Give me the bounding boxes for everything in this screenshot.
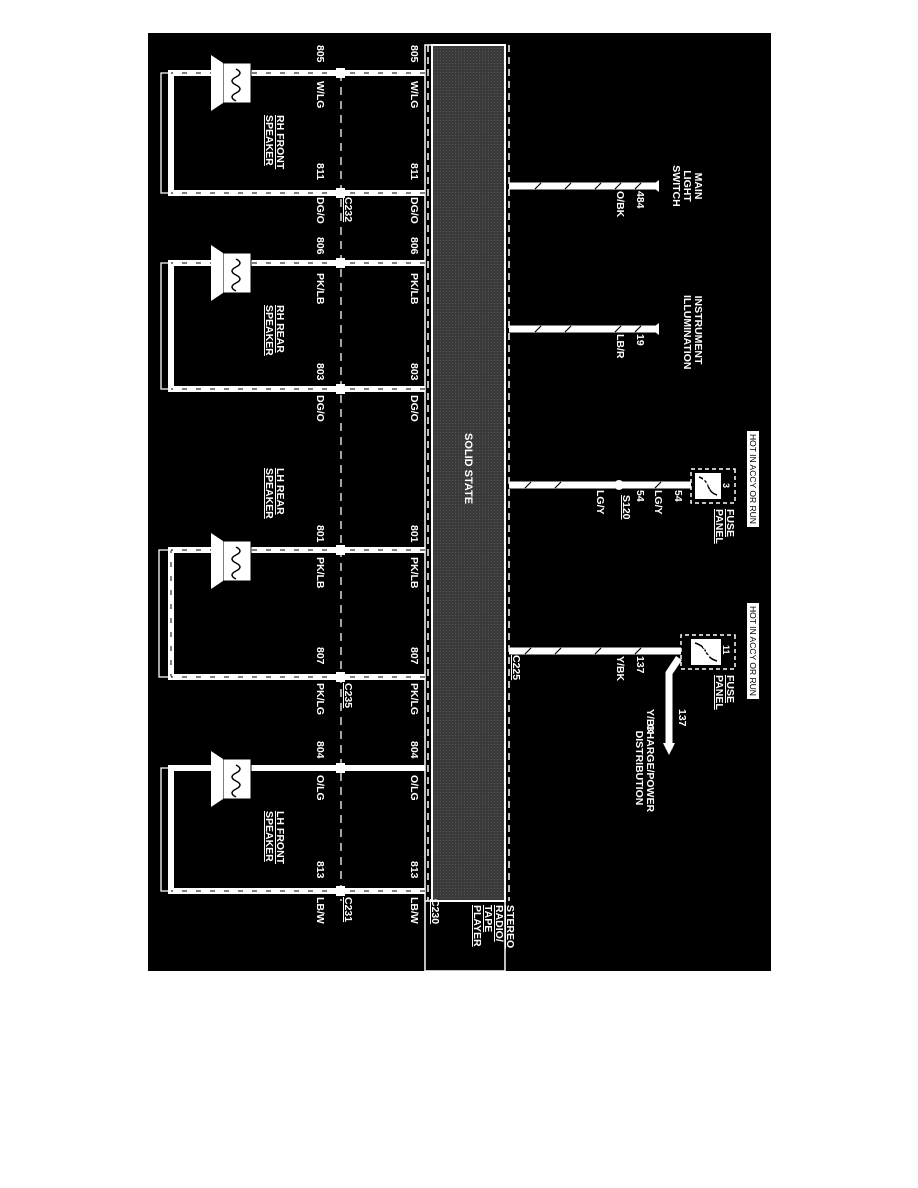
- fuse-1-number: 3: [721, 483, 731, 489]
- wiring-graphics: [158, 44, 736, 971]
- wire-137-color: Y/BK: [614, 656, 626, 682]
- wire-137-branch-color: Y/BK: [644, 709, 656, 735]
- wire-801-number-a: 801: [408, 525, 420, 543]
- wire-813-color-b: LB/W: [314, 897, 326, 924]
- connector-c225-label: C225: [510, 655, 522, 681]
- wire-806-number-a: 806: [408, 237, 420, 255]
- speaker-rh-rear-icon: [211, 245, 252, 301]
- wire-806-color-a: PK/LB: [408, 273, 420, 305]
- charge-power-distribution-label: CHARGE/POWER DISTRIBUTION: [633, 723, 656, 813]
- fuse-2-number: 11: [721, 645, 731, 655]
- rh-front-speaker-label: RH FRONT SPEAKER: [263, 115, 286, 170]
- input-wires: [509, 182, 691, 749]
- wire-805-color-b: W/LG: [314, 81, 326, 109]
- input-wire-stripes: [524, 182, 662, 655]
- wire-806-color-b: PK/LB: [314, 273, 326, 305]
- wire-54-color-bottom: LG/Y: [594, 490, 606, 515]
- wire-804-number-b: 804: [314, 741, 326, 759]
- wire-807-number-b: 807: [314, 647, 326, 665]
- fuse-2-rating: 15A: [701, 643, 711, 660]
- speaker-loop-returns: [158, 72, 171, 892]
- arrow-instrument-illumination: [651, 323, 659, 335]
- connector-c231-label: C231: [342, 897, 354, 923]
- wire-19-number: 19: [634, 334, 646, 346]
- wire-806-number-b: 806: [314, 237, 326, 255]
- connector-c235-label: C235: [342, 683, 354, 709]
- splice-s120: [614, 480, 624, 490]
- speaker-rh-front-icon: [211, 55, 252, 111]
- wire-811-color-a: DG/O: [408, 197, 420, 224]
- arrow-main-light-switch: [651, 180, 659, 192]
- wire-804-color-a: O/LG: [408, 775, 420, 801]
- hot-in-accy-or-run-label-2: HOT IN ACCY OR RUN: [747, 603, 759, 699]
- wire-807-color-b: PK/LG: [314, 683, 326, 716]
- wire-805-number-a: 805: [408, 45, 420, 63]
- wire-813-number-a: 813: [408, 861, 420, 879]
- wire-807-color-a: PK/LG: [408, 683, 420, 716]
- speaker-lh-rear-icon: [211, 533, 252, 589]
- fuse-1-rating: 15A: [701, 477, 711, 494]
- fuse-2: [680, 634, 736, 670]
- wire-803-color-b: DG/O: [314, 395, 326, 422]
- wire-137-branch-number: 137: [676, 709, 688, 727]
- wire-811-number-b: 811: [314, 163, 326, 180]
- wire-801-color-b: PK/LB: [314, 557, 326, 589]
- speaker-wires: [168, 70, 425, 894]
- wire-813-number-b: 813: [314, 861, 326, 879]
- wire-54-color-top: LG/Y: [652, 490, 664, 515]
- splice-s120-label: S120: [620, 495, 632, 520]
- connector-c230-label: C230: [429, 899, 441, 925]
- wiring-diagram: MAIN LIGHT SWITCH INSTRUMENT ILLUMINATIO…: [148, 33, 771, 971]
- solid-state-label: SOLID STATE: [462, 433, 474, 505]
- stereo-radio-tape-player-label: STEREO RADIO/ TAPE PLAYER: [471, 905, 516, 949]
- radio-unit-frame: [424, 44, 506, 971]
- wire-804-color-b: O/LG: [314, 775, 326, 801]
- connector-c232-label: C232: [342, 197, 354, 223]
- hot-in-accy-or-run-label-1: HOT IN ACCY OR RUN: [747, 431, 759, 527]
- wire-54-number-top: 54: [672, 490, 684, 502]
- wire-54-number-bottom: 54: [634, 490, 646, 502]
- rh-rear-speaker-label: RH REAR SPEAKER: [263, 305, 286, 356]
- wire-19-color: LB/R: [614, 334, 626, 359]
- wire-807-number-a: 807: [408, 647, 420, 665]
- main-light-switch-label: MAIN LIGHT SWITCH: [670, 165, 704, 207]
- wire-803-number-b: 803: [314, 363, 326, 381]
- wire-805-number-b: 805: [314, 45, 326, 63]
- wire-811-number-a: 811: [408, 163, 420, 180]
- wire-813-color-a: LB/W: [408, 897, 420, 924]
- fuse-1: [690, 468, 736, 504]
- fuse-panel-label-1: FUSE PANEL: [713, 509, 736, 544]
- lh-rear-speaker-label: LH REAR SPEAKER: [263, 468, 286, 519]
- instrument-illumination-label: INSTRUMENT ILLUMINATION: [681, 295, 704, 370]
- wire-137-number: 137: [634, 656, 646, 674]
- connector-pins: [336, 68, 345, 896]
- wire-805-color-a: W/LG: [408, 81, 420, 109]
- wire-811-color-b: DG/O: [314, 197, 326, 224]
- wire-484-color: O/BK: [614, 191, 626, 218]
- wire-484-number: 484: [634, 191, 646, 209]
- wire-801-color-a: PK/LB: [408, 557, 420, 589]
- wire-804-number-a: 804: [408, 741, 420, 759]
- wire-803-color-a: DG/O: [408, 395, 420, 422]
- speaker-lh-front-icon: [211, 751, 252, 807]
- arrow-charge-power: [663, 743, 675, 755]
- fuse-panel-label-2: FUSE PANEL: [713, 675, 736, 710]
- wire-803-number-a: 803: [408, 363, 420, 381]
- lh-front-speaker-label: LH FRONT SPEAKER: [263, 811, 286, 865]
- wire-801-number-b: 801: [314, 525, 326, 543]
